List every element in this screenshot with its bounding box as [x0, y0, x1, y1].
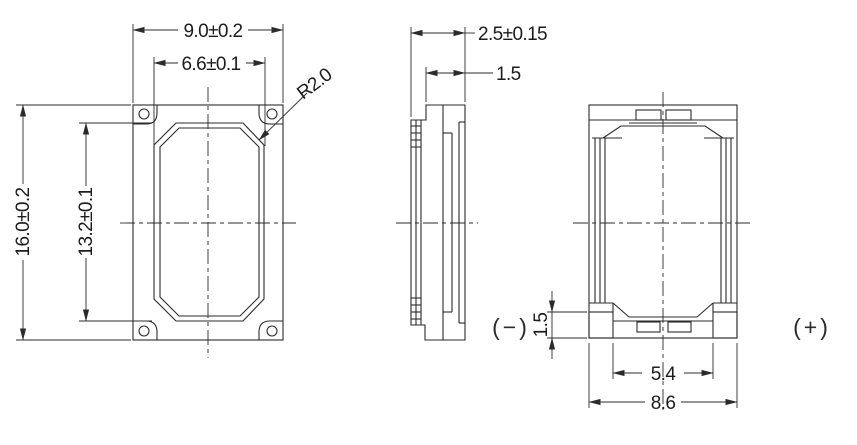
diaphragm-outline-inner: [159, 127, 260, 317]
bottom-shoulder-left: [612, 302, 630, 318]
side-view: [396, 104, 478, 341]
dim-inner-height: 13.2±0.1: [76, 187, 97, 256]
top-shoulder-left: [602, 125, 622, 139]
mounting-tab-top-right: [258, 105, 283, 125]
solder-pad-positive: [667, 321, 692, 333]
mounting-hole-bottom-right: [266, 325, 278, 337]
back-view-dimensions: 1.5 5.4 8.6: [531, 291, 738, 414]
mounting-hole-top-right: [266, 108, 278, 120]
mounting-tab-bottom-right: [258, 320, 283, 340]
front-view: [120, 87, 296, 358]
diaphragm-outline-outer: [153, 122, 265, 322]
mounting-tab-bottom-left: [133, 320, 158, 340]
top-shoulder-right: [704, 125, 724, 139]
terminal-block-right: [712, 311, 738, 339]
dim-body-width: 8.6: [651, 393, 676, 414]
polarity-positive-label: (+): [793, 314, 831, 340]
dim-inner-width: 6.6±0.1: [181, 54, 240, 75]
top-vent-pad-right: [665, 109, 692, 121]
bottom-shoulder-right: [696, 302, 714, 318]
dim-overall-depth: 2.5±0.15: [478, 24, 547, 45]
solder-pad-negative: [636, 321, 661, 333]
dim-terminal-band-height: 1.5: [531, 313, 552, 338]
dim-overall-width: 9.0±0.2: [183, 21, 242, 42]
front-view-dimensions: 9.0±0.2 6.6±0.1 16.0±0.2 13.2±0.1 R2.0: [13, 21, 336, 341]
back-view: [573, 92, 753, 410]
side-view-dimensions: 2.5±0.15 1.5: [410, 24, 548, 117]
polarity-negative-label: (−): [492, 314, 530, 340]
polarity-labels: (−) (+): [492, 314, 831, 340]
mounting-tab-top-left: [133, 105, 158, 125]
mounting-hole-top-left: [138, 108, 150, 120]
mounting-hole-bottom-left: [138, 325, 150, 337]
dim-corner-radius: R2.0: [293, 64, 336, 104]
dim-overall-height: 16.0±0.2: [13, 187, 34, 256]
dim-body-depth: 1.5: [496, 64, 521, 85]
top-vent-pad-left: [635, 109, 662, 121]
terminal-block-left: [588, 311, 614, 339]
dim-pad-span: 5.4: [651, 364, 677, 385]
leader-line: [258, 92, 308, 141]
